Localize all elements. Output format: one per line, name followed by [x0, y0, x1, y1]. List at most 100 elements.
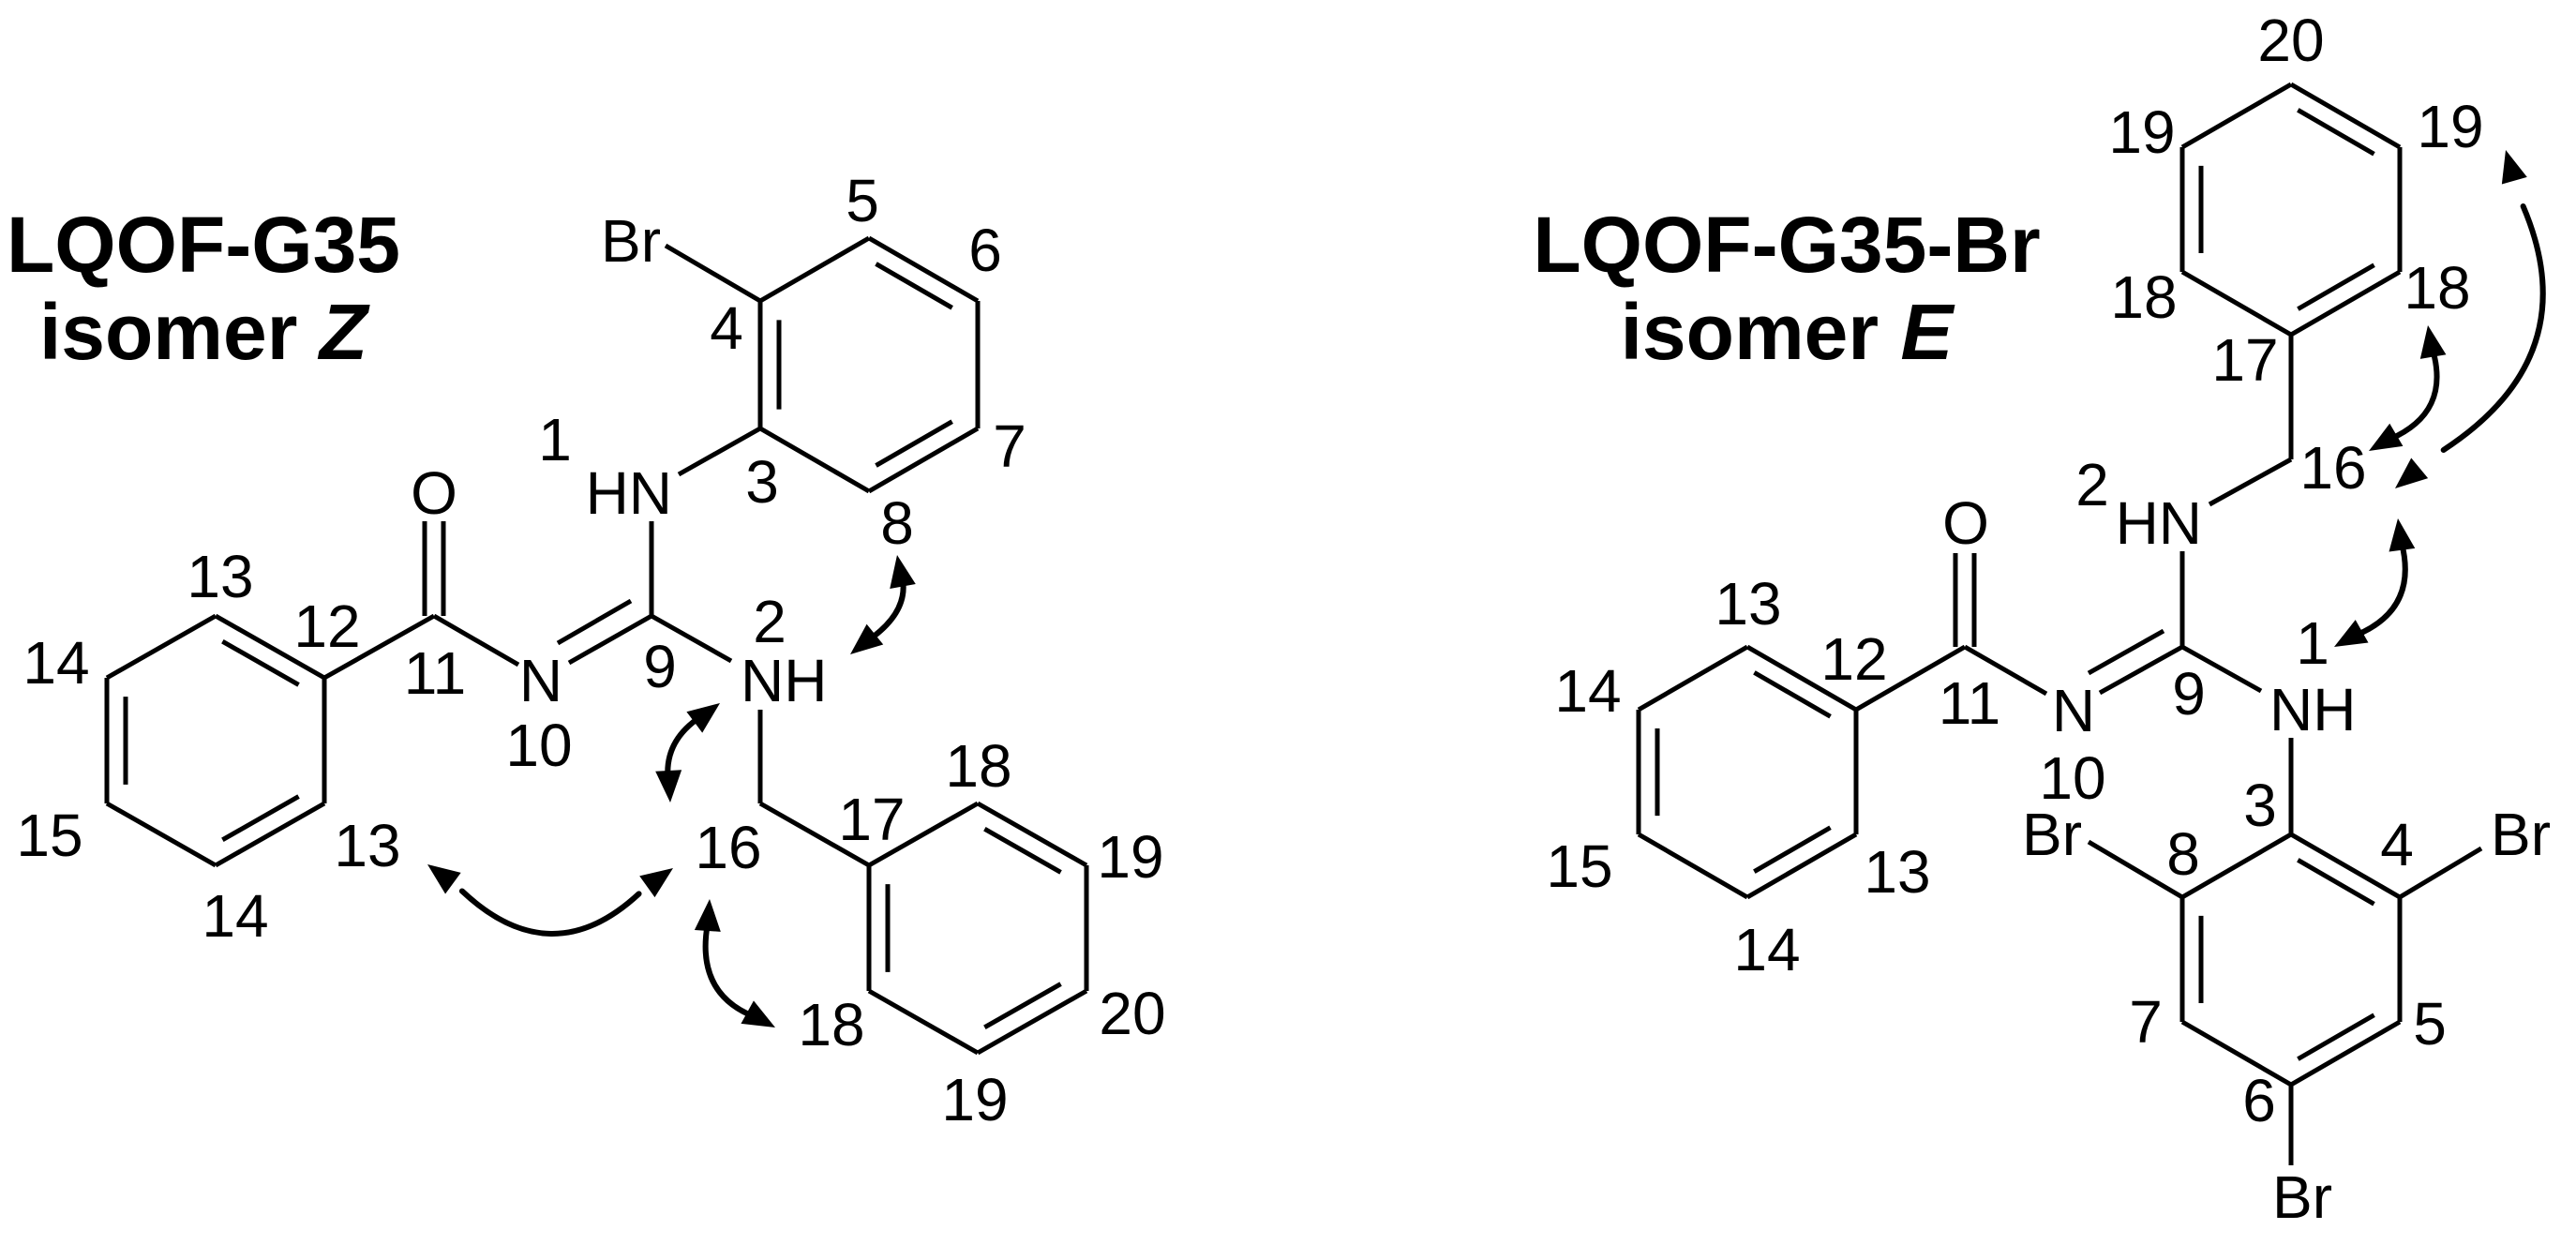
- arrow-curve: [702, 922, 758, 1020]
- atom-label: Br: [601, 207, 661, 275]
- bond: [322, 613, 436, 681]
- ring-bond: [1745, 644, 1858, 712]
- bond: [650, 613, 733, 664]
- noe-correlation-arrow: [850, 555, 916, 654]
- position-number: 20: [2257, 7, 2324, 74]
- position-number: 8: [2166, 820, 2200, 888]
- position-number: 14: [202, 882, 268, 950]
- position-number: 3: [2243, 772, 2277, 839]
- position-number: 1: [2296, 609, 2329, 677]
- position-number: 18: [798, 991, 864, 1058]
- atom-label: O: [411, 459, 457, 527]
- position-number: 13: [187, 543, 253, 610]
- atom-label: Br: [2272, 1163, 2332, 1231]
- aromatic-double-bond: [2297, 858, 2375, 907]
- position-number: 7: [2129, 988, 2163, 1056]
- noe-correlation-arrow: [2369, 325, 2447, 451]
- position-number: 8: [880, 489, 914, 557]
- bond: [567, 613, 653, 666]
- isomer-configuration: E: [1900, 288, 1955, 376]
- position-number: 2: [753, 588, 786, 655]
- position-number: 18: [2110, 263, 2177, 331]
- aromatic-double-bond: [1753, 670, 1832, 719]
- arrowhead-icon: [655, 770, 682, 802]
- ring-bond: [1637, 832, 1749, 900]
- position-number: 9: [643, 633, 677, 700]
- ring-bond: [976, 801, 1088, 868]
- position-number: 14: [1554, 657, 1621, 725]
- position-number: 9: [2172, 660, 2206, 728]
- aromatic-double-bond: [221, 794, 300, 842]
- ring-bond: [105, 613, 217, 681]
- ring-bond: [2289, 832, 2402, 900]
- isomer-label: isomer E: [1621, 288, 1956, 376]
- aromatic-double-bond: [221, 639, 300, 687]
- bond: [1963, 644, 2048, 697]
- arrowhead-icon: [741, 1000, 775, 1028]
- position-number: 19: [1097, 823, 1163, 891]
- position-number: 16: [2299, 434, 2366, 502]
- ring-bond: [2180, 1019, 2293, 1088]
- bond: [2087, 839, 2184, 900]
- bond: [758, 801, 871, 868]
- ring-bond: [214, 613, 326, 681]
- position-number: 5: [2413, 990, 2447, 1058]
- aromatic-double-bond: [1753, 825, 1832, 874]
- arrowhead-icon: [2395, 458, 2429, 488]
- noe-correlation-arrow: [2334, 518, 2416, 647]
- atom-label: Br: [2491, 801, 2551, 868]
- arrow-curve: [458, 888, 642, 937]
- ring-bond: [2289, 269, 2402, 338]
- aromatic-double-bond: [983, 982, 1062, 1029]
- aromatic-double-bond: [875, 419, 953, 468]
- position-number: 14: [22, 629, 89, 697]
- benzoyl-ring: [1636, 644, 1859, 900]
- benzyl-ring: [2179, 82, 2403, 338]
- benzyl-ring: [866, 801, 1089, 1056]
- ring-bond: [214, 801, 326, 868]
- position-number: 13: [334, 812, 400, 879]
- position-number: 20: [1099, 980, 1165, 1047]
- atom-label: HN: [2116, 489, 2202, 557]
- bond-layer: [104, 235, 1089, 1056]
- noe-correlation-arrow: [2395, 150, 2546, 488]
- position-number: 3: [745, 448, 779, 516]
- bond: [2398, 846, 2483, 900]
- noe-correlation-arrow: [694, 899, 775, 1028]
- benzoyl-ring: [104, 613, 327, 868]
- bond: [2180, 644, 2263, 694]
- ring-bond: [2180, 269, 2293, 338]
- molecule-title: LQOF-G35: [7, 201, 400, 289]
- noe-correlation-arrow: [655, 703, 720, 802]
- arrowhead-icon: [2389, 518, 2416, 552]
- position-number: 15: [16, 802, 82, 869]
- position-number: 6: [2242, 1067, 2276, 1134]
- noe-arrow-layer: [2334, 150, 2546, 647]
- arrow-curve: [2440, 203, 2546, 453]
- position-number: 11: [1939, 669, 2000, 737]
- atom-label: Br: [2022, 801, 2082, 868]
- arrowhead-icon: [2369, 423, 2404, 451]
- position-number: 13: [1864, 838, 1930, 906]
- ring-bond: [105, 801, 217, 868]
- position-number: 6: [968, 217, 1002, 284]
- atom-label: N: [519, 647, 562, 714]
- position-number: 17: [838, 786, 905, 853]
- noe-arrow-layer: [427, 555, 916, 1028]
- arrowhead-icon: [850, 623, 884, 654]
- position-number: 10: [2039, 744, 2105, 812]
- ring-bond: [2180, 82, 2293, 150]
- ring-bond: [867, 988, 980, 1056]
- atom-label: N: [2052, 677, 2095, 744]
- position-number: 18: [2404, 254, 2470, 322]
- ring-bond: [2180, 832, 2293, 900]
- aromatic-double-bond: [2297, 1012, 2375, 1061]
- position-number: 16: [695, 814, 761, 881]
